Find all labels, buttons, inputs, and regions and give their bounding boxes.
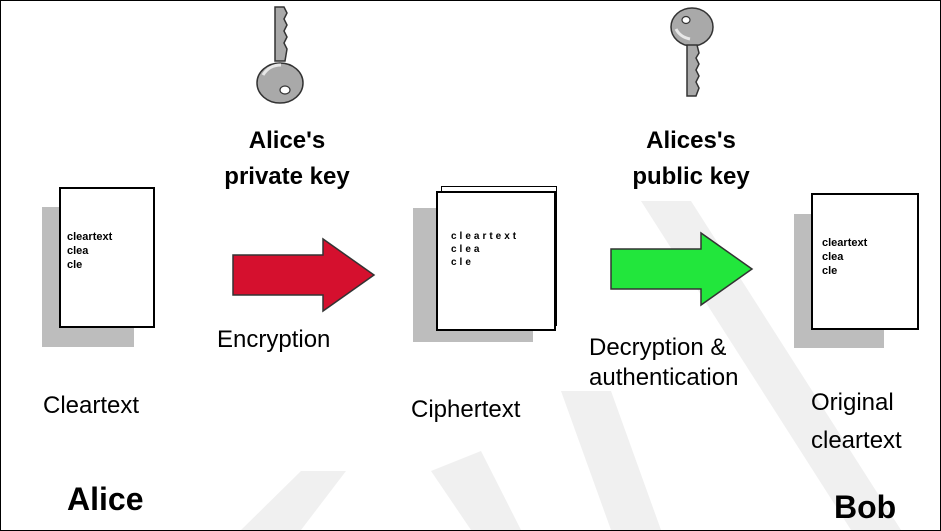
private-key-label-line2: private key	[224, 163, 350, 190]
decryption-arrow-shape	[610, 231, 754, 307]
encryption-arrow-shape	[232, 237, 376, 313]
doc-line: cle	[451, 257, 474, 268]
public-key-label-line2: public key	[632, 163, 750, 190]
bob-name: Bob	[834, 489, 897, 525]
doc-line: cle	[67, 259, 83, 271]
doc-line: cleartext	[67, 231, 113, 243]
ciphertext-document: cleartext clea cle	[413, 186, 563, 344]
decryption-label: Decryption & authentication	[589, 333, 738, 393]
public-key-label: Alices's public key	[601, 123, 781, 195]
document-page	[59, 187, 155, 328]
original-cleartext-label: Original cleartext	[811, 384, 902, 460]
cleartext-label: Cleartext	[43, 392, 140, 419]
original-cleartext-document: cleartext clea cle	[794, 193, 919, 349]
public-key-icon	[670, 7, 714, 97]
ciphertext-document-text: cleartext clea cle	[451, 230, 519, 269]
doc-line: cleartext	[822, 237, 868, 249]
private-key-icon	[256, 6, 304, 104]
original-cleartext-label-line2: cleartext	[811, 427, 902, 454]
encryption-label: Encryption	[217, 326, 331, 353]
original-cleartext-label-line1: Original	[811, 389, 894, 416]
alice-name: Alice	[67, 481, 144, 517]
doc-line: clea	[822, 251, 844, 263]
decryption-label-line1: Decryption &	[589, 334, 727, 361]
doc-line: cleartext	[451, 231, 520, 242]
cleartext-document-text: cleartext clea cle	[67, 230, 112, 272]
doc-line: cle	[822, 265, 838, 277]
doc-line: clea	[67, 245, 89, 257]
public-key-label-line1: Alices's	[646, 127, 736, 154]
cleartext-document: cleartext clea cle	[42, 187, 160, 347]
private-key-label-line1: Alice's	[248, 127, 326, 154]
doc-line: clea	[451, 244, 483, 255]
ciphertext-label: Ciphertext	[411, 396, 521, 423]
document-page	[811, 193, 919, 330]
decryption-arrow	[610, 231, 754, 307]
decryption-label-line2: authentication	[589, 364, 739, 391]
private-key-label: Alice's private key	[197, 123, 377, 195]
original-document-text: cleartext clea cle	[822, 236, 867, 278]
document-page	[436, 191, 556, 331]
encryption-arrow	[232, 237, 376, 313]
